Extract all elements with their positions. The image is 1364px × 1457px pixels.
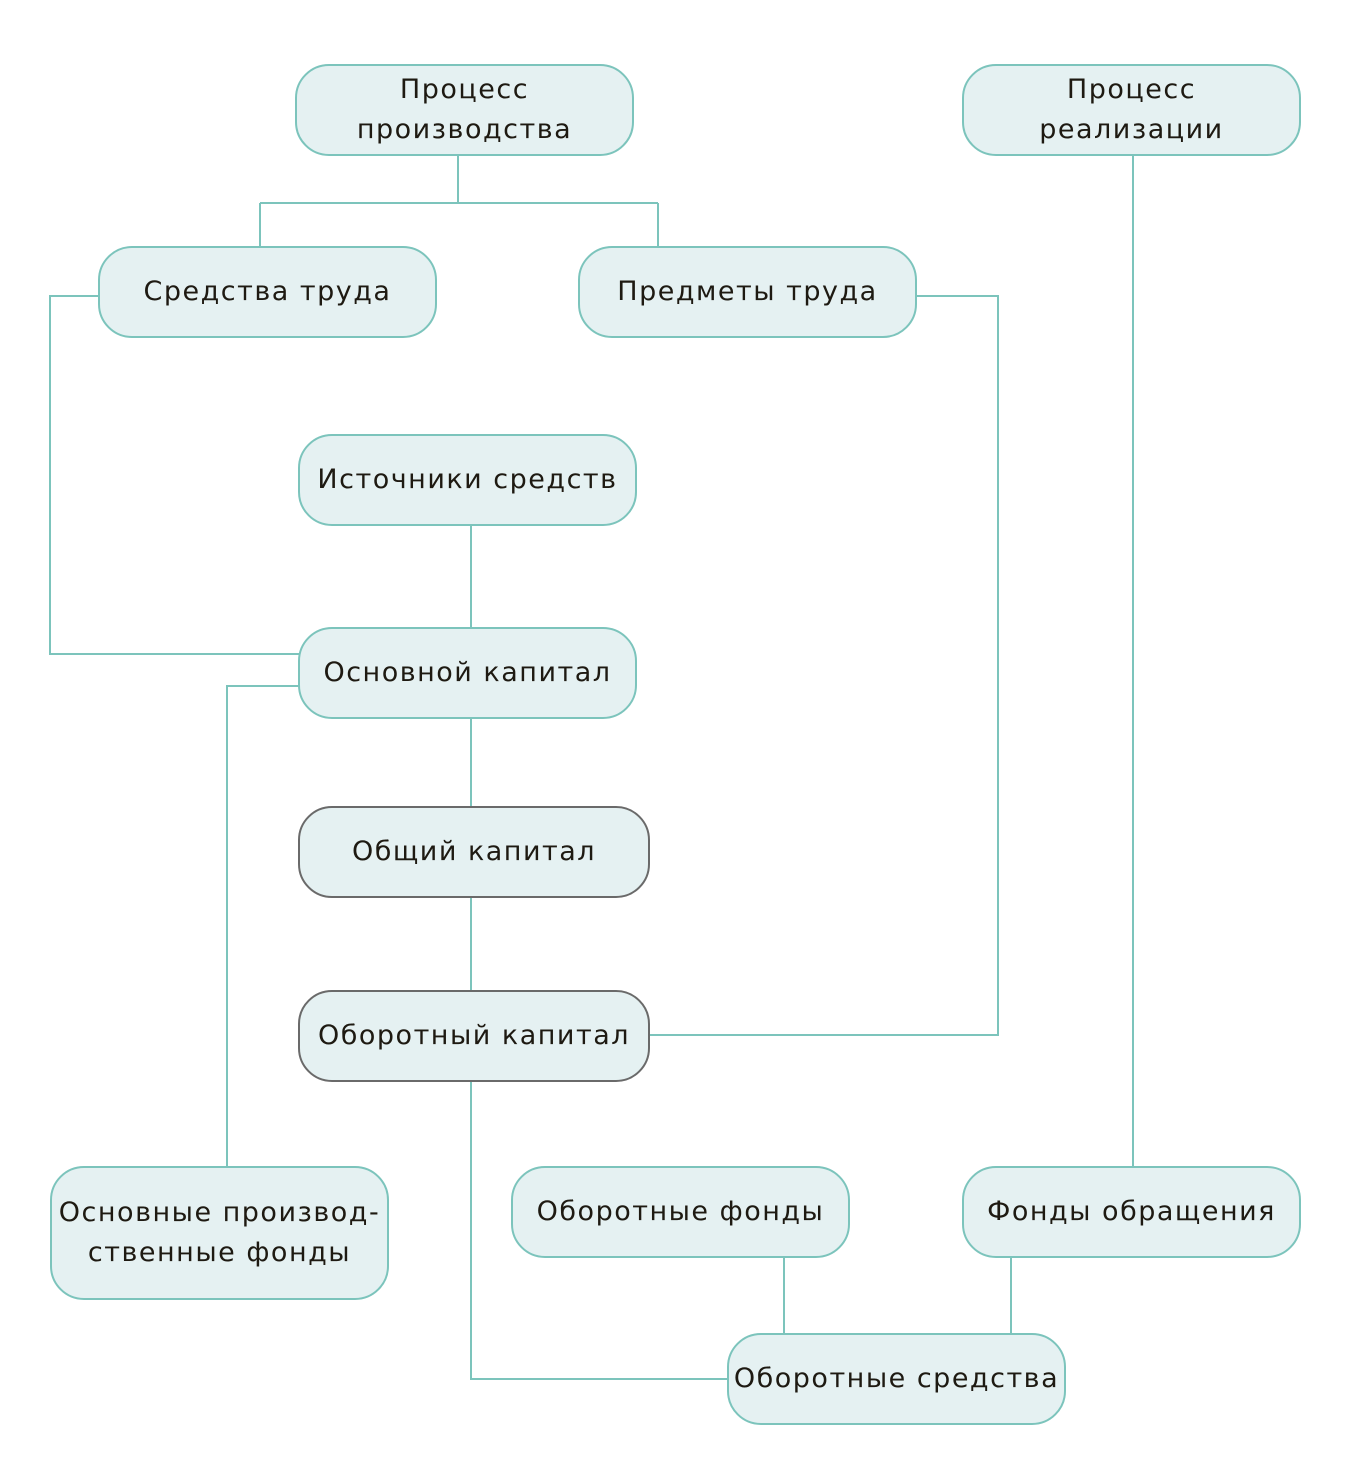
connector-means-of-labor-to-fixed-capital — [49, 295, 299, 655]
node-fixed-production-assets: Основные производ- ственные фонды — [50, 1166, 389, 1300]
node-label: Фонды обращения — [987, 1196, 1276, 1227]
node-circulation-funds: Фонды обращения — [962, 1166, 1301, 1258]
node-current-assets: Оборотные средства — [727, 1333, 1066, 1425]
node-objects-of-labor: Предметы труда — [578, 246, 917, 338]
node-label: Основные производ- ственные фонды — [58, 1197, 381, 1268]
node-label: Оборотные средства — [733, 1363, 1060, 1394]
node-label: Общий капитал — [351, 836, 597, 867]
node-label: Средства труда — [143, 276, 392, 307]
node-total-capital: Общий капитал — [298, 806, 650, 898]
node-label: Оборотный капитал — [318, 1020, 630, 1051]
node-label: Предметы труда — [617, 276, 878, 307]
node-means-of-labor: Средства труда — [98, 246, 437, 338]
node-circulating-production-assets: Оборотные фонды — [511, 1166, 850, 1258]
node-label: Процесс производства — [356, 74, 573, 145]
node-fixed-capital: Основной капитал — [298, 627, 637, 719]
node-process-sales: Процесс реализации — [962, 64, 1301, 156]
connector-objects-of-labor-to-working-capital — [650, 295, 999, 1036]
connector-fixed-capital-to-fixed-assets — [226, 685, 299, 1167]
connector-production-to-branches — [259, 156, 659, 247]
node-label: Основной капитал — [323, 657, 612, 688]
node-label: Оборотные фонды — [536, 1196, 825, 1227]
node-label: Источники средств — [317, 464, 618, 495]
node-working-capital: Оборотный капитал — [298, 990, 650, 1082]
node-label: Процесс реализации — [1039, 74, 1224, 145]
node-sources-of-funds: Источники средств — [298, 434, 637, 526]
connector-working-to-current-assets — [470, 1081, 729, 1380]
node-process-production: Процесс производства — [295, 64, 634, 156]
